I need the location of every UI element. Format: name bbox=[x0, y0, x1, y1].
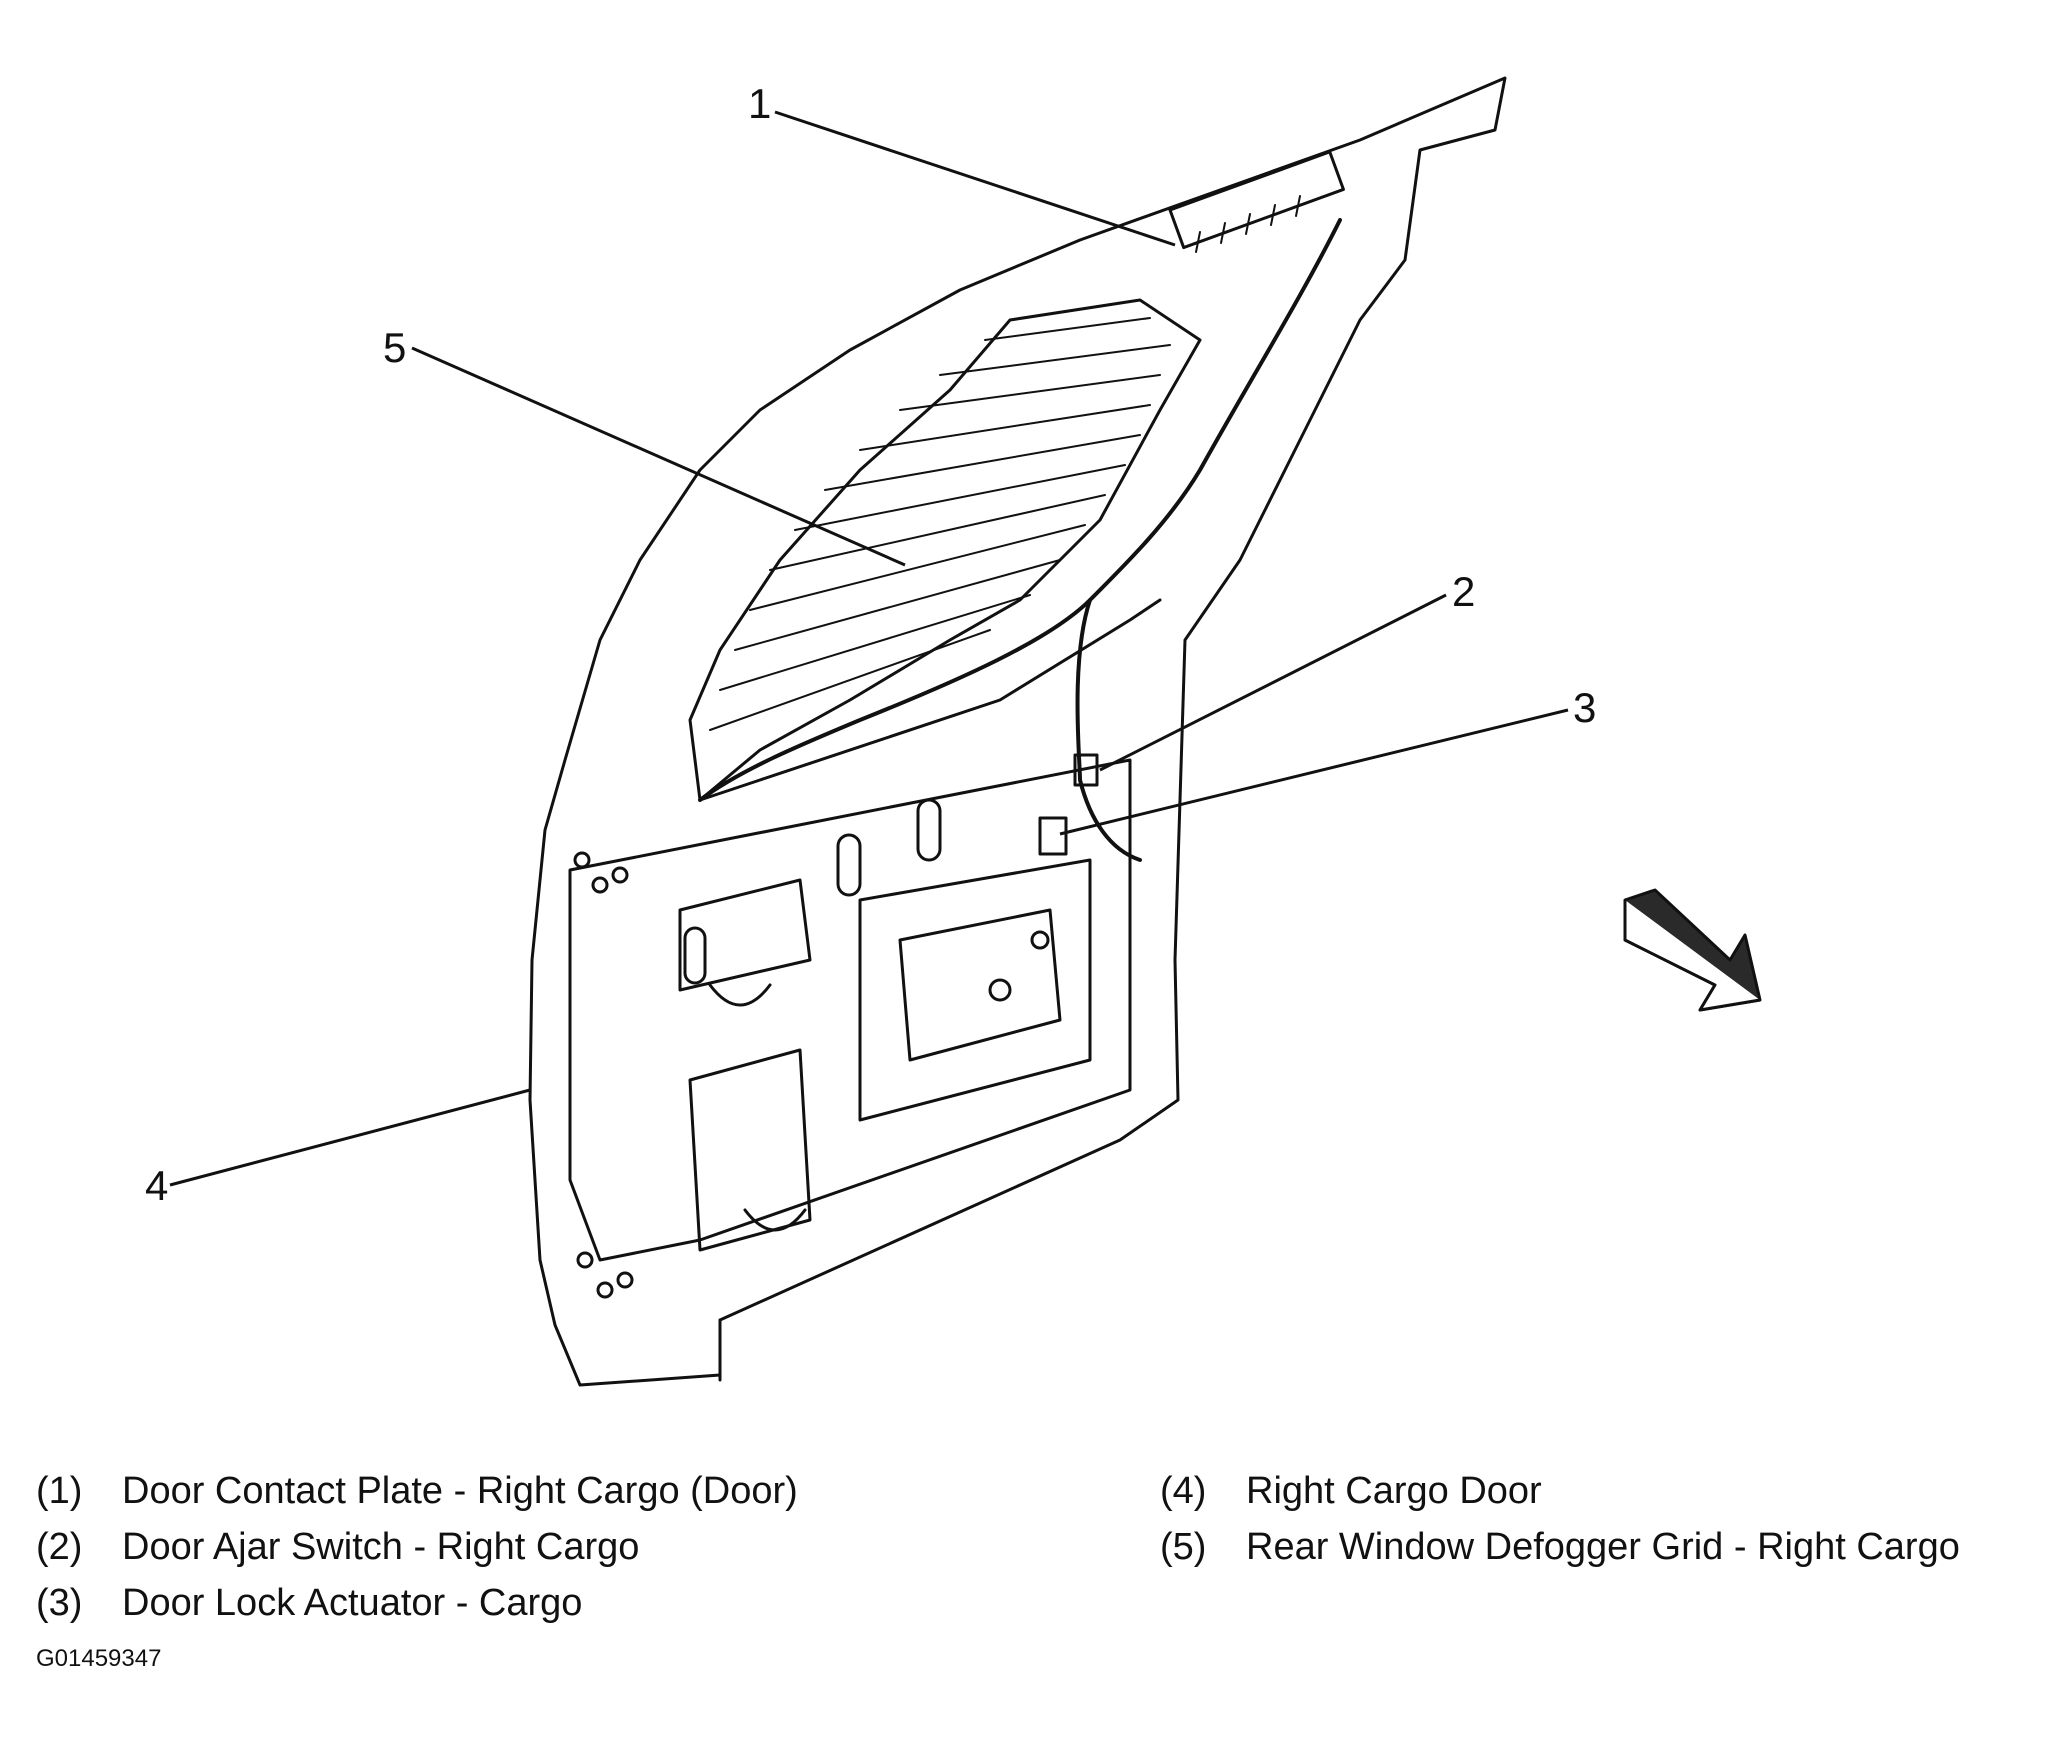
legend-text: Rear Window Defogger Grid - Right Cargo bbox=[1246, 1526, 1960, 1568]
callout-2: 2 bbox=[1452, 568, 1475, 615]
legend-item: (5) Rear Window Defogger Grid - Right Ca… bbox=[1160, 1519, 1960, 1575]
legend-text: Door Contact Plate - Right Cargo (Door) bbox=[122, 1470, 798, 1512]
door-lock-actuator bbox=[1038, 816, 1068, 856]
leader-1 bbox=[774, 110, 1176, 247]
leader-2 bbox=[1099, 593, 1447, 772]
door-illustration bbox=[528, 76, 1507, 1387]
legend-number: (4) bbox=[1160, 1470, 1207, 1512]
legend-text: Right Cargo Door bbox=[1246, 1470, 1542, 1512]
legend-number: (3) bbox=[36, 1582, 83, 1624]
legend-right: (4) Right Cargo Door (5) Rear Window Def… bbox=[1160, 1463, 1960, 1575]
legend-left: (1) Door Contact Plate - Right Cargo (Do… bbox=[36, 1463, 798, 1631]
legend-item: (1) Door Contact Plate - Right Cargo (Do… bbox=[36, 1463, 798, 1519]
defogger-grid bbox=[709, 317, 1171, 731]
legend-item: (3) Door Lock Actuator - Cargo bbox=[36, 1575, 798, 1631]
legend-number: (5) bbox=[1160, 1526, 1207, 1568]
wiring-harness bbox=[1075, 218, 1342, 862]
leader-lines bbox=[169, 110, 1569, 1187]
legend-number: (1) bbox=[36, 1470, 83, 1512]
legend-text: Door Lock Actuator - Cargo bbox=[122, 1582, 583, 1624]
legend-item: (4) Right Cargo Door bbox=[1160, 1463, 1960, 1519]
door-contact-plate bbox=[1168, 150, 1345, 250]
callout-4: 4 bbox=[145, 1162, 168, 1209]
legend-item: (2) Door Ajar Switch - Right Cargo bbox=[36, 1519, 798, 1575]
door-ajar-switch bbox=[1073, 753, 1099, 787]
door-outline bbox=[528, 76, 1507, 1387]
direction-arrow-icon bbox=[1623, 888, 1762, 1012]
leader-5 bbox=[411, 346, 906, 567]
figure-id: G01459347 bbox=[36, 1645, 162, 1672]
legend-text: Door Ajar Switch - Right Cargo bbox=[122, 1526, 640, 1568]
callout-5: 5 bbox=[383, 324, 406, 371]
leader-3 bbox=[1059, 708, 1569, 836]
callout-1: 1 bbox=[748, 80, 771, 127]
callout-3: 3 bbox=[1573, 684, 1596, 731]
door-latch bbox=[858, 858, 1092, 1122]
legend-number: (2) bbox=[36, 1526, 83, 1568]
leader-4 bbox=[169, 1088, 531, 1187]
